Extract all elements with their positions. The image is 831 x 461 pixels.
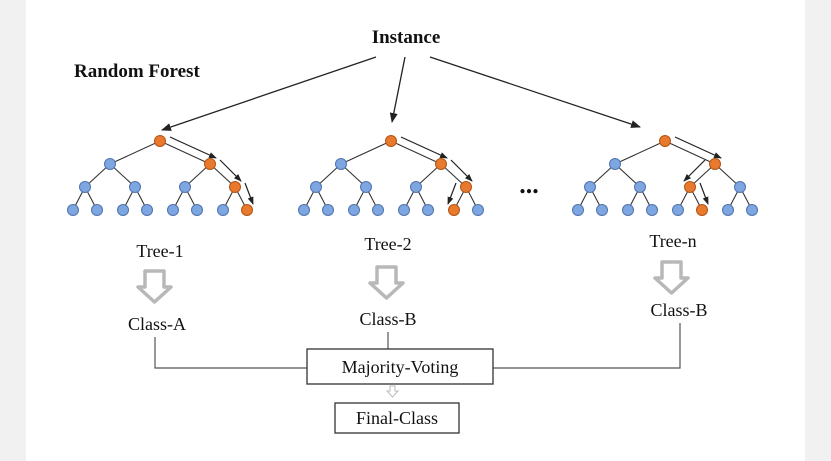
tree-n-label: Tree-n: [649, 231, 696, 251]
tree-1-class: Class-A: [128, 314, 186, 334]
tree-node: [722, 204, 734, 216]
tree-node: [746, 204, 758, 216]
tree-node: [117, 204, 129, 216]
class-a-to-voting-connector: [154, 337, 307, 369]
tree-node: [622, 204, 634, 216]
tree-edge: [390, 140, 442, 165]
decision-path-arrow: [219, 159, 242, 182]
tree-node: [646, 204, 658, 216]
tree-node: [584, 181, 596, 193]
tree-node: [191, 204, 203, 216]
tree-node: [634, 181, 646, 193]
decision-path-arrow: [450, 159, 473, 182]
tree-edge: [159, 140, 211, 165]
tree-2-vote-arrow: [368, 265, 405, 300]
tree-node: [322, 204, 334, 216]
left-margin-strip: [0, 0, 26, 461]
tree-node: [141, 204, 153, 216]
final-class-label: Final-Class: [356, 408, 438, 428]
tree-edge: [109, 140, 161, 165]
tree-2-class: Class-B: [359, 309, 416, 329]
tree-node: [310, 181, 322, 193]
tree-edge: [664, 140, 716, 165]
tree-node: [298, 204, 310, 216]
tree-1-vote-arrow: [136, 269, 173, 304]
tree-node: [335, 158, 347, 170]
tree-node-on-path: [154, 135, 166, 147]
tree-node: [217, 204, 229, 216]
tree-n-vote-arrow: [653, 260, 690, 295]
tree-node-on-path: [385, 135, 397, 147]
tree-edge: [614, 140, 666, 165]
tree-node: [104, 158, 116, 170]
tree-n-class: Class-B: [650, 300, 707, 320]
tree-node: [79, 181, 91, 193]
majority-voting-label: Majority-Voting: [342, 357, 459, 377]
instance-to-tree-n-arrow: [429, 56, 641, 128]
tree-node: [609, 158, 621, 170]
instance-label: Instance: [372, 27, 441, 48]
tree-node: [410, 181, 422, 193]
tree-node-on-path: [435, 158, 447, 170]
tree-node: [129, 181, 141, 193]
tree-2-label: Tree-2: [364, 234, 411, 254]
tree-node-on-path: [659, 135, 671, 147]
tree-node: [398, 204, 410, 216]
majority-voting-box: [306, 348, 494, 385]
tree-node-on-path: [696, 204, 708, 216]
decision-path-arrow: [699, 182, 709, 205]
decision-path-arrow: [674, 136, 722, 159]
tree-1-label: Tree-1: [136, 241, 183, 261]
more-trees-ellipsis: ...: [519, 170, 539, 199]
tree-node-on-path: [448, 204, 460, 216]
decision-path-arrow: [169, 136, 217, 159]
tree-node-on-path: [229, 181, 241, 193]
tree-node: [372, 204, 384, 216]
tree-2: [298, 135, 484, 216]
tree-node: [348, 204, 360, 216]
tree-node: [596, 204, 608, 216]
tree-node: [67, 204, 79, 216]
final-class-box: [334, 402, 460, 434]
voting-to-final-arrow: [385, 385, 400, 398]
tree-edge: [340, 140, 392, 165]
tree-node: [167, 204, 179, 216]
diagram-title: Random Forest: [74, 61, 200, 82]
decision-path-arrow: [244, 182, 254, 205]
tree-node: [91, 204, 103, 216]
right-margin-strip: [805, 0, 831, 461]
tree-n: [572, 135, 758, 216]
instance-to-tree-1-arrow: [161, 56, 377, 131]
tree-node-on-path: [709, 158, 721, 170]
tree-node-on-path: [204, 158, 216, 170]
tree-node-on-path: [684, 181, 696, 193]
instance-to-tree-2-arrow: [389, 56, 406, 123]
tree-node: [572, 204, 584, 216]
tree-node: [734, 181, 746, 193]
tree-node: [472, 204, 484, 216]
decision-path-arrow: [400, 136, 448, 159]
decision-path-arrow: [683, 159, 706, 182]
tree-node: [422, 204, 434, 216]
tree-node: [672, 204, 684, 216]
tree-node-on-path: [460, 181, 472, 193]
decision-path-arrow: [447, 182, 457, 205]
class-b-n-to-voting-connector: [493, 323, 681, 369]
tree-node: [360, 181, 372, 193]
tree-1: [67, 135, 254, 216]
tree-node-on-path: [241, 204, 253, 216]
tree-node: [179, 181, 191, 193]
